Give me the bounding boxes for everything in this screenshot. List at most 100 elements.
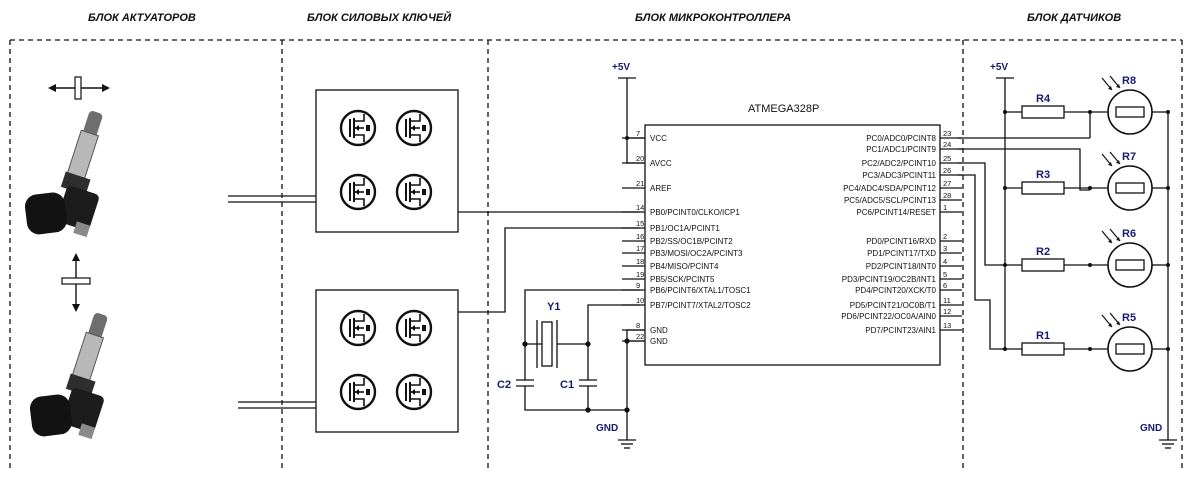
linear-actuator-icon (29, 313, 108, 440)
mcu-name: ATMEGA328P (748, 103, 819, 115)
mcu-pin-label: PC3/ADC3/PCINT11 (862, 171, 936, 180)
actuator-bottom (29, 253, 108, 440)
mcu-pin-number: 12 (943, 307, 951, 316)
sensor-signal-wires (958, 137, 1090, 350)
mosfet-icon (339, 173, 377, 211)
mcu-pin-label: PB3/MOSI/OC2A/PCINT3 (650, 249, 743, 258)
oscillator-circuit (516, 289, 645, 449)
block-title-microcontroller: БЛОК МИКРОКОНТРОЛЛЕРА (635, 12, 792, 24)
mcu-pin-label: PB6/PCINT6/XTAL1/TOSC1 (650, 286, 751, 295)
mcu-pin-number: 9 (636, 281, 640, 290)
block-title-power-switches: БЛОК СИЛОВЫХ КЛЮЧЕЙ (307, 12, 452, 24)
mcu-pin-number: 2 (943, 232, 947, 241)
mcu-pin-number: 8 (636, 321, 640, 330)
mcu-pin-number: 7 (636, 129, 640, 138)
mcu-pin-number: 22 (636, 332, 644, 341)
mcu-pin-label: PB4/MISO/PCINT4 (650, 262, 719, 271)
resistor (1021, 342, 1065, 356)
photoresistor-icon (1090, 75, 1168, 135)
mosfet-icon (339, 109, 377, 147)
mcu-pin-number: 24 (943, 140, 951, 149)
mcu-pin-number: 28 (943, 191, 951, 200)
power-switch-box (315, 89, 459, 233)
photoresistor-label: R5 (1122, 312, 1136, 324)
mcu-pin-label: PB7/PCINT7/XTAL2/TOSC2 (650, 301, 751, 310)
photoresistor-label: R6 (1122, 228, 1136, 240)
switch-control-wires (458, 211, 640, 313)
mcu-pin-label: VCC (650, 134, 667, 143)
resistor (1021, 181, 1065, 195)
mcu-pin-label: PC5/ADC5/SCL/PCINT13 (844, 196, 937, 205)
sensor-junction-wires (1000, 112, 1091, 350)
mcu-pin-number: 27 (943, 179, 951, 188)
mcu-pin-number: 6 (943, 281, 947, 290)
mcu-pin-number: 21 (636, 179, 644, 188)
mcu-pin-label: PD6/PCINT22/OC0A/AIN0 (841, 312, 936, 321)
direction-arrows-horizontal-icon (48, 76, 110, 100)
resistor-label: R1 (1036, 330, 1050, 342)
vcc-net-mcu: +5V (612, 62, 645, 164)
mcu-pin-number: 5 (943, 270, 947, 279)
resistor (1021, 105, 1065, 119)
mcu-pin-label: PB0/PCINT0/CLKO/ICP1 (650, 208, 740, 217)
gnd-label-mcu: GND (596, 423, 618, 434)
mcu-pin-label: GND (650, 337, 668, 346)
mcu-pin-label: PC6/PCINT14/RESET (856, 208, 936, 217)
block-title-sensors: БЛОК ДАТЧИКОВ (1027, 12, 1122, 24)
mcu-pin-number: 3 (943, 244, 947, 253)
actuator-wires (228, 195, 316, 409)
mcu-pin-label: AVCC (650, 159, 672, 168)
mcu-pin-number: 13 (943, 321, 951, 330)
mcu-pin-number: 26 (943, 166, 951, 175)
mcu-pin-label: GND (650, 326, 668, 335)
mcu-pin-number: 14 (636, 203, 644, 212)
mcu-pin-label: PD0/PCINT16/RXD (866, 237, 936, 246)
mcu-pin-label: AREF (650, 184, 671, 193)
mcu-pin-label: PC0/ADC0/PCINT8 (866, 134, 936, 143)
mcu-pin-number: 25 (943, 154, 951, 163)
mcu-pin-label: PD1/PCINT17/TXD (867, 249, 936, 258)
mcu-pin-label: PC4/ADC4/SDA/PCINT12 (843, 184, 936, 193)
resistor-label: R4 (1036, 93, 1051, 105)
power-switch-box (315, 289, 459, 433)
block-title-actuators: БЛОК АКТУАТОРОВ (88, 12, 196, 24)
mosfet-icon (339, 309, 377, 347)
direction-arrows-vertical-icon (61, 253, 91, 312)
photoresistor-icon (1090, 151, 1168, 211)
mcu-pin-label: PB5/SCK/PCINT5 (650, 275, 715, 284)
vcc-label-sensors: +5V (990, 62, 1008, 73)
cap1-label: C1 (560, 379, 574, 391)
mcu-pin-label: PB1/OC1A/PCINT1 (650, 224, 720, 233)
photoresistor-label: R7 (1122, 151, 1136, 163)
photoresistor-icon (1090, 312, 1168, 372)
mcu-pin-label: PD7/PCINT23/AIN1 (865, 326, 936, 335)
sensor-power (996, 77, 1177, 449)
linear-actuator-icon (24, 111, 103, 238)
mosfet-icon (395, 373, 433, 411)
mosfet-icon (395, 109, 433, 147)
mcu-pin-number: 18 (636, 257, 644, 266)
actuator-top (24, 76, 110, 238)
mcu-pin-number: 11 (943, 296, 951, 305)
mcu-pin-label: PD2/PCINT18/INT0 (866, 262, 937, 271)
mcu-pin-label: PC2/ADC2/PCINT10 (862, 159, 937, 168)
